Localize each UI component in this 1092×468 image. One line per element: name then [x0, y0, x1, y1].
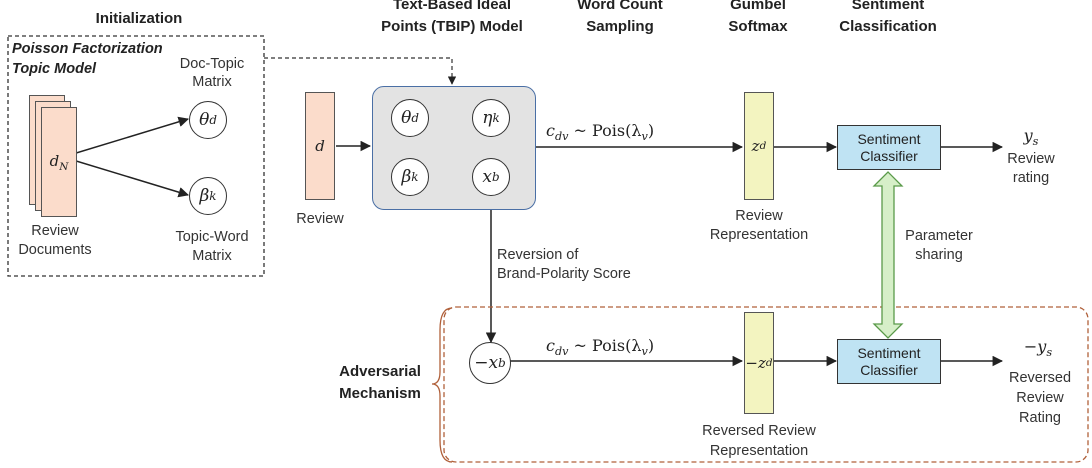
review-symbol: d: [315, 137, 325, 155]
header-wcs-line2: Sampling: [586, 18, 654, 35]
review-rep-label-line1: Review: [735, 208, 783, 224]
doc-topic-label-line1: Doc-Topic: [179, 56, 245, 72]
sampling-formula: cdv ~ Pois(λv): [546, 121, 655, 144]
topic-word-label-line2: Matrix: [192, 248, 232, 264]
header-sentiment-line2: Classification: [839, 18, 937, 35]
init-title-line1: Poisson Factorization: [12, 41, 163, 57]
review-rep-label-line2: Representation: [709, 227, 809, 243]
parameter-sharing-arrow: [872, 171, 904, 339]
adversarial-box: [443, 306, 1089, 463]
output-label-line1: Review: [1007, 151, 1055, 167]
header-initialization: Initialization: [95, 10, 183, 27]
parameter-sharing-line2: sharing: [915, 247, 963, 263]
adversarial-sampling-formula: cdv ~ Pois(λv): [546, 336, 655, 359]
reversed-output-label-line3: Rating: [1019, 410, 1061, 426]
header-gumbel-line2: Softmax: [728, 18, 788, 35]
header-tbip-line1: Text-Based Ideal: [392, 0, 512, 13]
init-to-tbip-dashed-arrow: [264, 57, 457, 85]
header-wcs-line1: Word Count: [577, 0, 663, 13]
topic-word-label-line1: Topic-Word: [175, 229, 249, 245]
adversarial-brace: [431, 307, 453, 463]
review-label: Review: [296, 211, 344, 227]
adversarial-label-line2: Mechanism: [339, 385, 421, 402]
reversed-output-symbol: −ys: [1023, 337, 1053, 360]
docs-label-line1: Review: [31, 223, 79, 239]
reversion-label-line1: Reversion of: [497, 247, 579, 263]
doc-symbol-sub: N: [59, 160, 69, 173]
output-label-line2: rating: [1012, 170, 1050, 186]
doc-symbol: d: [49, 151, 60, 170]
initialization-box: [7, 35, 265, 277]
review-document: d: [305, 92, 335, 200]
header-gumbel-line1: Gumbel: [730, 0, 786, 13]
docs-to-beta-arrow: [62, 156, 190, 198]
output-symbol: ys: [1023, 126, 1039, 149]
doc-topic-label-line2: Matrix: [192, 74, 232, 90]
adversarial-label-line1: Adversarial: [339, 363, 421, 380]
parameter-sharing-line1: Parameter: [905, 228, 973, 244]
reversion-label-line2: Brand-Polarity Score: [497, 266, 631, 282]
rev-rep-label-line1: Reversed Review: [702, 423, 816, 439]
header-sentiment-line1: Sentiment: [851, 0, 925, 13]
reversed-output-label-line1: Reversed: [1008, 370, 1072, 386]
reversed-output-label-line2: Review: [1016, 390, 1064, 406]
docs-label-line2: Documents: [18, 242, 92, 258]
rev-rep-label-line2: Representation: [709, 443, 809, 459]
docs-to-theta-arrow: [62, 116, 190, 158]
document-stack: dN: [41, 107, 77, 217]
init-title-line2: Topic Model: [12, 61, 97, 77]
header-tbip-line2: Points (TBIP) Model: [381, 18, 523, 35]
